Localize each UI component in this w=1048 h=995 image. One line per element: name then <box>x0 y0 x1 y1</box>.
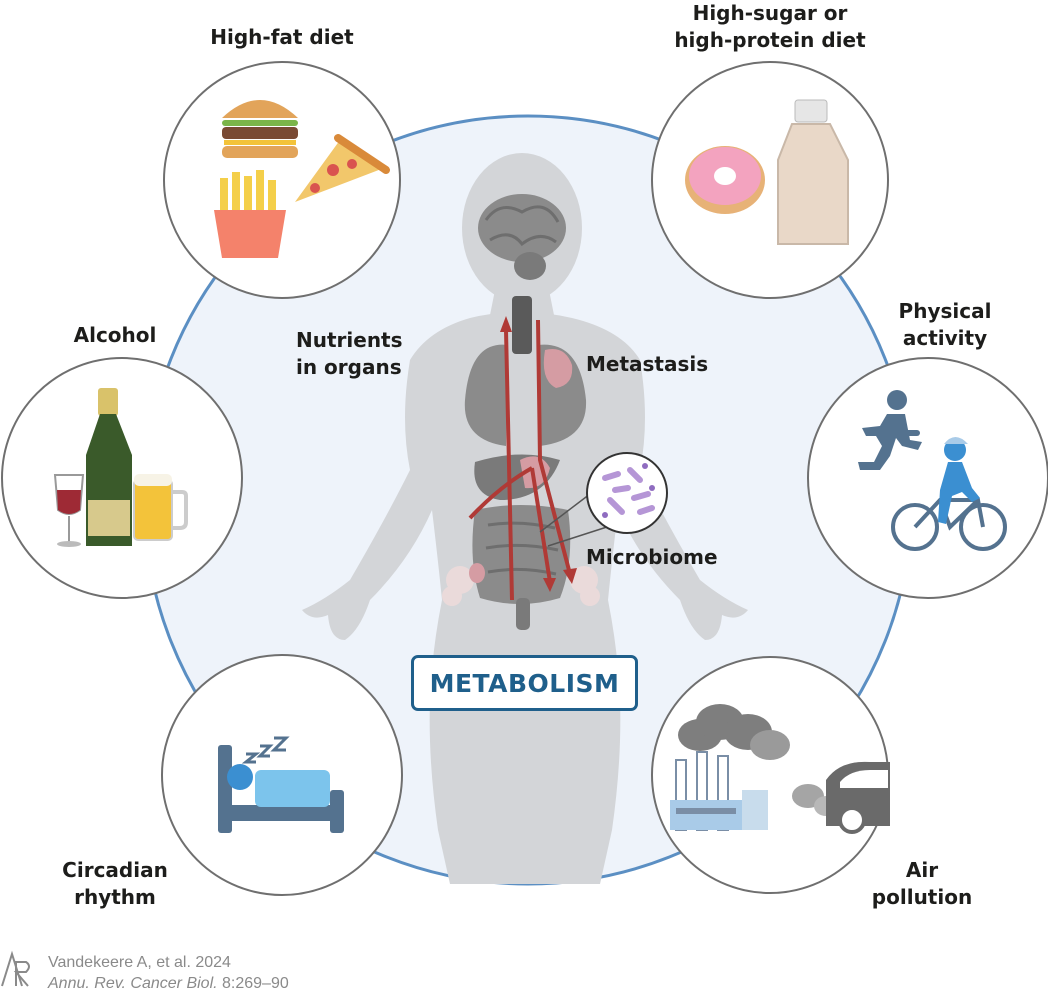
metastasis-lung-icon <box>543 349 573 388</box>
car-icon <box>826 761 890 834</box>
nutrient-flow-arrows <box>468 316 577 601</box>
label-line: Nutrients <box>296 328 403 352</box>
factor-circle-high-fat <box>163 61 401 299</box>
label-line: Alcohol <box>73 323 157 347</box>
label-line: Physical <box>898 299 992 323</box>
burger-icon <box>222 100 298 158</box>
label-line: Circadian <box>62 858 168 882</box>
label-line: High-fat diet <box>210 25 354 49</box>
label-line: High-sugar or <box>692 1 848 25</box>
label-air-pollution: Air pollution <box>860 857 984 911</box>
factory-icon <box>670 751 768 831</box>
factor-circle-physical <box>807 357 1048 599</box>
label-alcohol: Alcohol <box>40 322 190 349</box>
label-physical-activity: Physical activity <box>870 298 1020 352</box>
label-line: Air <box>905 858 939 882</box>
runner-icon <box>858 390 922 470</box>
cyclist-icon <box>891 437 1007 551</box>
smoke-icon <box>678 704 838 816</box>
metabolism-label: METABOLISM <box>429 668 620 698</box>
factor-circle-high-sugar <box>651 61 889 299</box>
fries-icon <box>214 170 286 258</box>
champagne-bottle-icon <box>86 388 132 546</box>
metabolism-box: METABOLISM <box>411 655 638 711</box>
donut-icon <box>685 146 765 214</box>
label-high-sugar-diet: High-sugar or high-protein diet <box>660 0 880 54</box>
label-high-fat-diet: High-fat diet <box>182 24 382 51</box>
citation: Vandekeere A, et al. 2024 Annu. Rev. Can… <box>48 952 289 994</box>
citation-line-1: Vandekeere A, et al. 2024 <box>48 954 231 971</box>
citation-journal: Annu. Rev. Cancer Biol. <box>48 975 218 992</box>
label-microbiome: Microbiome <box>586 545 718 569</box>
label-line: activity <box>902 326 988 350</box>
fat-tissue-icon <box>442 563 600 606</box>
factor-circle-circadian <box>161 654 403 896</box>
label-metastasis: Metastasis <box>586 352 709 376</box>
sleep-zzz-icon <box>241 736 290 764</box>
annual-reviews-logo <box>1 950 30 987</box>
microbiome-magnifier <box>539 452 668 547</box>
factor-circle-alcohol <box>1 357 243 599</box>
label-line: rhythm <box>74 885 156 909</box>
label-line: high-protein diet <box>674 28 866 52</box>
factor-circle-air <box>651 656 890 894</box>
label-line: pollution <box>871 885 973 909</box>
label-nutrients-in-organs: Nutrients in organs <box>296 327 422 381</box>
pizza-icon <box>295 134 390 202</box>
beer-mug-icon <box>133 474 188 541</box>
bottle-icon <box>777 99 849 245</box>
label-circadian-rhythm: Circadian rhythm <box>40 857 190 911</box>
label-line: in organs <box>296 355 402 379</box>
brain-icon <box>478 194 566 280</box>
citation-volume: 8:269–90 <box>217 975 289 992</box>
wine-glass-icon <box>53 474 85 547</box>
citation-line-2: Annu. Rev. Cancer Biol. 8:269–90 <box>48 973 289 994</box>
trachea-icon <box>512 296 532 354</box>
bed-icon <box>218 745 344 833</box>
